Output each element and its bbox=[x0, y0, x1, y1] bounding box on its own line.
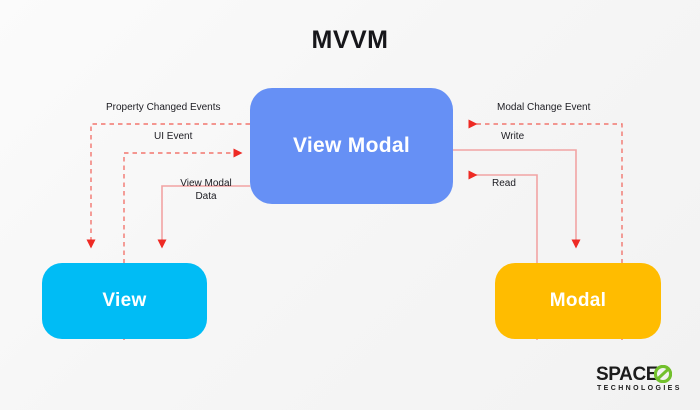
node-view-modal[interactable]: View Modal bbox=[250, 88, 453, 204]
edge-label-modal-change-event: Modal Change Event bbox=[497, 102, 591, 113]
edge-label-read: Read bbox=[492, 178, 516, 189]
edge-label-view-modal-data-line1: View Modal bbox=[180, 178, 232, 189]
edge-property-changed-events bbox=[86, 123, 250, 249]
edge-label-view-modal-data-line2: Data bbox=[195, 190, 217, 202]
edge-label-write: Write bbox=[501, 131, 525, 142]
node-modal[interactable]: Modal bbox=[495, 263, 661, 339]
page-title: MVVM bbox=[311, 26, 389, 54]
brand-logo: SPACE TECHNOLOGIES bbox=[596, 364, 684, 396]
logo-subtitle: TECHNOLOGIES bbox=[597, 385, 682, 392]
node-view-label: View bbox=[102, 290, 147, 311]
node-view[interactable]: View bbox=[42, 263, 207, 339]
logo-wordmark: SPACE bbox=[596, 364, 659, 385]
circle-slash-o-icon bbox=[654, 365, 672, 383]
node-modal-label: Modal bbox=[549, 290, 607, 311]
edge-label-view-modal-data: View Modal Data bbox=[170, 178, 242, 203]
edge-label-ui-event: UI Event bbox=[154, 131, 193, 142]
edge-label-property-changed-events: Property Changed Events bbox=[106, 102, 221, 113]
node-view-modal-label: View Modal bbox=[293, 134, 410, 157]
edge-view-modal-data bbox=[157, 185, 250, 249]
edge-write bbox=[453, 149, 581, 249]
